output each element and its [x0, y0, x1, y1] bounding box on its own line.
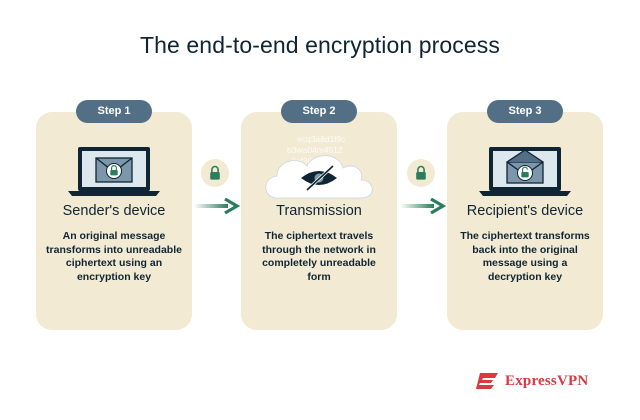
connector-1-arrow-right-icon — [194, 198, 240, 214]
cloud-eye-slash-icon: ecq3a8d1l9c b3wa04m4512 2af3l8fb24 — [265, 134, 373, 199]
connector-2-padlock-icon — [407, 159, 435, 187]
step-3-card: Recipient's device The ciphertext transf… — [447, 112, 603, 330]
connector-1-padlock-icon — [201, 159, 229, 187]
step-2-title: Transmission — [276, 203, 362, 219]
step-3-badge: Step 3 — [487, 100, 563, 123]
laptop-open-envelope-icon — [479, 147, 571, 196]
step-1-badge: Step 1 — [76, 100, 152, 123]
step-3-description: The ciphertext transforms back into the … — [460, 230, 590, 283]
brand-name: ExpressVPN — [505, 372, 589, 389]
step-1-card: Sender's device An original message tran… — [36, 112, 192, 330]
step-2-badge: Step 2 — [281, 100, 357, 123]
laptop-locked-envelope-icon — [68, 147, 160, 196]
connector-2-arrow-right-icon — [400, 198, 446, 214]
step-1-description: An original message transforms into unre… — [46, 230, 182, 283]
ciphertext-line-1: ecq3a8d1l9c — [297, 134, 346, 144]
brand-logo: ExpressVPN — [474, 370, 588, 392]
expressvpn-logo-icon — [476, 373, 498, 389]
step-1-title: Sender's device — [62, 203, 166, 219]
step-2-card: ecq3a8d1l9c b3wa04m4512 2af3l8fb24 Trans… — [241, 112, 397, 330]
step-2-description: The ciphertext travels through the netwo… — [262, 230, 376, 283]
ciphertext-line-2: b3wa04m4512 — [287, 145, 343, 155]
step-3-title: Recipient's device — [466, 203, 584, 219]
diagram-title: The end-to-end encryption process — [139, 32, 500, 58]
